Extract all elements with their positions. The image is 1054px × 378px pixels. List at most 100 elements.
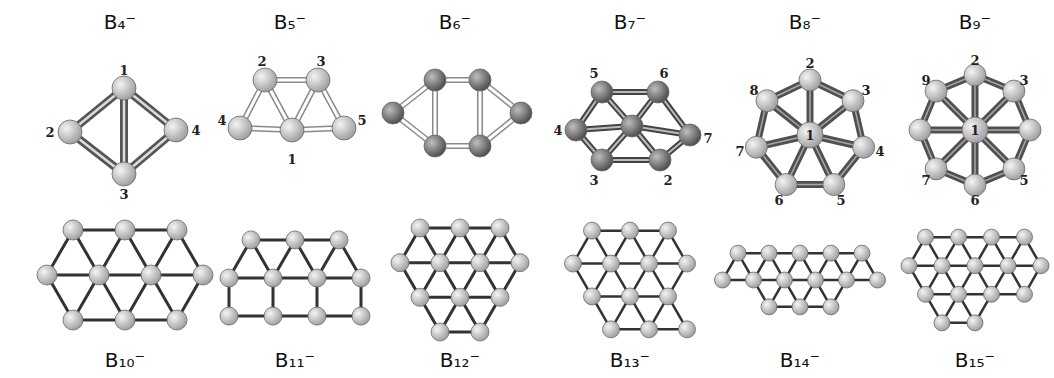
cluster-formula: B₉⁻: [959, 12, 991, 32]
boron-atom: [603, 255, 620, 272]
boron-atom: [799, 69, 821, 91]
boron-atom: [870, 272, 886, 288]
boron-atom: [228, 116, 252, 140]
cluster-formula: B₄⁻: [104, 12, 136, 32]
cluster-formula: B₁₃⁻: [610, 350, 650, 370]
atom-number: 5: [589, 67, 598, 80]
boron-atom: [842, 90, 864, 112]
boron-atom: [63, 310, 83, 330]
boron-atom: [918, 229, 934, 245]
boron-atom: [471, 254, 489, 272]
atom-number: 4: [875, 145, 884, 158]
boron-atom: [431, 323, 449, 341]
cluster-structure: [715, 245, 886, 315]
atom-number: 5: [836, 194, 845, 207]
boron-atom: [761, 245, 777, 261]
boron-atom: [901, 258, 917, 274]
atom-number: 6: [970, 194, 979, 207]
boron-atom: [621, 115, 643, 137]
boron-atom: [951, 286, 967, 302]
atom-number: 4: [553, 124, 562, 137]
atom-number: 3: [119, 188, 128, 201]
boron-atom: [984, 229, 1000, 245]
cluster-formula: B₅⁻: [274, 12, 306, 32]
cluster-formula: B₇⁻: [614, 12, 646, 32]
cluster-structure: [901, 229, 1049, 331]
atom-number: 7: [703, 132, 712, 145]
boron-atom: [330, 231, 348, 249]
boron-atom: [823, 299, 839, 315]
boron-atom: [451, 288, 469, 306]
boron-atom: [471, 323, 489, 341]
boron-atom: [918, 286, 934, 302]
boron-atom: [1017, 229, 1033, 245]
boron-atom: [964, 64, 986, 86]
boron-atom: [761, 299, 777, 315]
atom-number: 1: [805, 129, 814, 142]
atom-number: 4: [191, 124, 200, 137]
boron-atom: [823, 174, 845, 196]
boron-atom: [603, 321, 620, 338]
atom-number: 1: [119, 64, 128, 77]
atom-number: 6: [659, 67, 668, 80]
boron-atom: [167, 310, 187, 330]
cluster-formula: B₁₄⁻: [780, 350, 820, 370]
boron-atom: [491, 219, 509, 237]
boron-atom: [510, 102, 532, 124]
cluster-structure: [37, 220, 213, 330]
atom-number: 4: [217, 114, 226, 127]
cluster-structure: [745, 69, 874, 196]
atom-number: 3: [316, 55, 325, 68]
boron-atom: [424, 69, 446, 91]
boron-atom: [565, 119, 587, 141]
boron-atom: [411, 288, 429, 306]
boron-atom: [660, 288, 677, 305]
boron-atom: [511, 254, 529, 272]
boron-atom: [967, 315, 983, 331]
boron-atom: [679, 124, 701, 146]
boron-atom: [756, 90, 778, 112]
atom-number: 1: [970, 124, 979, 137]
boron-atom: [308, 307, 326, 325]
atom-number: 5: [1019, 174, 1028, 187]
boron-atom: [451, 219, 469, 237]
boron-atom: [823, 245, 839, 261]
boron-atom: [649, 149, 671, 171]
boron-atom: [745, 136, 767, 158]
cluster-formula: B₆⁻: [439, 12, 471, 32]
boron-atom: [591, 149, 613, 171]
boron-atom: [1019, 119, 1041, 141]
boron-atom: [431, 254, 449, 272]
boron-atom: [220, 269, 238, 287]
cluster-formula: B₁₅⁻: [955, 350, 995, 370]
boron-atom: [775, 174, 797, 196]
atom-number: 8: [749, 84, 758, 97]
cluster-structure: [58, 76, 188, 186]
boron-atom: [242, 231, 260, 249]
boron-atom: [679, 255, 696, 272]
cluster-structure: [565, 222, 696, 338]
boron-atom: [584, 288, 601, 305]
boron-atom: [808, 272, 824, 288]
boron-atom: [469, 69, 491, 91]
boron-atom: [777, 272, 793, 288]
boron-atom: [167, 220, 187, 240]
boron-atom: [853, 136, 875, 158]
bond-line: [120, 88, 128, 174]
boron-atom: [352, 269, 370, 287]
boron-atom: [715, 272, 731, 288]
cluster-structure: [220, 231, 370, 325]
atom-number: 5: [357, 114, 366, 127]
cluster-structure: [382, 69, 532, 157]
atom-number: 2: [45, 126, 54, 139]
atom-number: 9: [921, 74, 930, 87]
boron-atom: [193, 265, 213, 285]
boron-atom: [112, 162, 136, 186]
atom-number: 3: [589, 174, 598, 187]
boron-atom: [792, 299, 808, 315]
boron-atom: [112, 76, 136, 100]
boron-atom: [411, 219, 429, 237]
boron-atom: [264, 269, 282, 287]
boron-atom: [1017, 286, 1033, 302]
boron-atom: [1033, 258, 1049, 274]
